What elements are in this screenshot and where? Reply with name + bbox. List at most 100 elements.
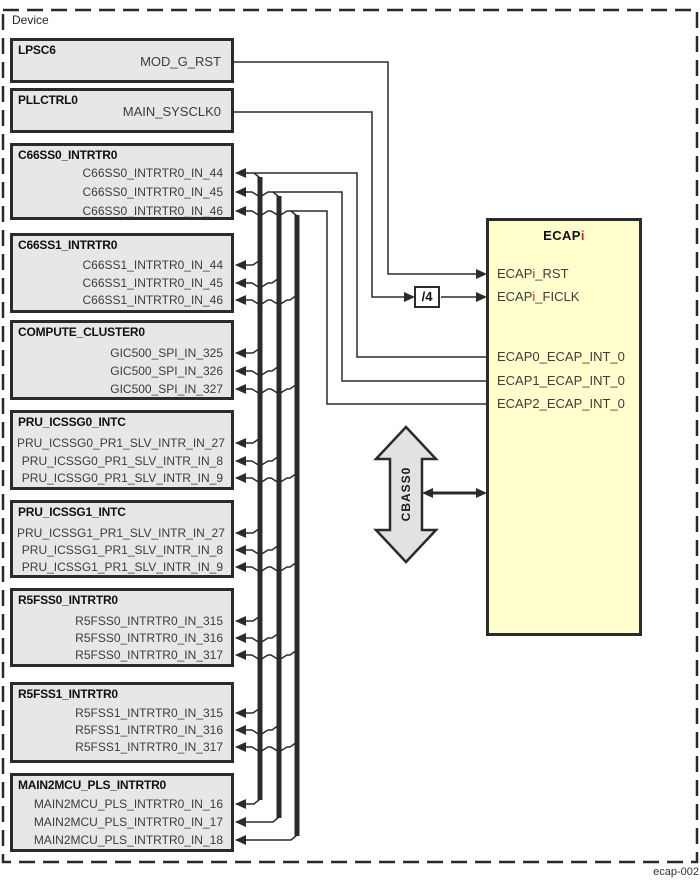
ecap-title: ECAPi: [489, 228, 639, 243]
arrowhead-icon: [235, 650, 246, 660]
arrowhead-icon: [235, 742, 246, 752]
port-label: MOD_G_RST: [140, 54, 221, 69]
wire: [236, 455, 280, 467]
port-label: PRU_ICSSG1_PR1_SLV_INTR_IN_27: [17, 526, 225, 540]
wire: [236, 365, 280, 377]
ecap-port-label: ECAP1_ECAP_INT_0: [497, 372, 625, 390]
port-label: R5FSS1_INTRTR0_IN_316: [75, 723, 223, 737]
wire: [236, 347, 261, 354]
arrowhead-icon: [235, 168, 246, 178]
port-label: PRU_ICSSG0_PR1_SLV_INTR_IN_9: [21, 471, 223, 485]
module-title: MAIN2MCU_PLS_INTRTR0: [18, 778, 167, 792]
wire: [236, 834, 298, 841]
wire: [236, 741, 298, 753]
arrowhead-icon: [235, 187, 246, 197]
wire: [236, 527, 261, 534]
interrupt-bus-bars: [257, 177, 300, 836]
arrowhead-icon: [235, 384, 246, 394]
wire: [236, 294, 298, 306]
port-label: MAIN2MCU_PLS_INTRTR0_IN_18: [33, 833, 223, 847]
port-label: MAIN2MCU_PLS_INTRTR0_IN_16: [33, 797, 223, 811]
ecap-port-label: ECAP2_ECAP_INT_0: [497, 395, 625, 413]
arrowhead-icon: [235, 725, 246, 735]
arrowhead-icon: [235, 278, 246, 288]
ecap-title-pre: ECAP: [543, 228, 581, 243]
arrowhead-icon: [235, 438, 246, 448]
arrowhead-icon: [235, 295, 246, 305]
arrowhead-icon: [235, 260, 246, 270]
arrowhead-icon: [235, 817, 246, 827]
port-label: R5FSS1_INTRTR0_IN_315: [75, 706, 223, 720]
port-label: C66SS1_INTRTR0_IN_46: [82, 293, 223, 307]
ecap-port-label: ECAPi_FICLK: [497, 288, 579, 306]
wire: [236, 277, 280, 289]
port-label: PRU_ICSSG0_PR1_SLV_INTR_IN_8: [21, 454, 223, 468]
arrowhead-icon: [235, 473, 246, 483]
module-pru_icssg1_intc: PRU_ICSSG1_INTC PRU_ICSSG1_PR1_SLV_INTR_I…: [10, 500, 234, 578]
wire: [236, 632, 280, 644]
ecap-port-label: ECAPi_RST: [497, 265, 569, 283]
ecap-port-text: ECAP0_ECAP_INT_0: [497, 349, 625, 364]
arrowhead-icon: [235, 206, 246, 216]
wire: [290, 210, 298, 217]
module-pru_icssg0_intc: PRU_ICSSG0_INTC PRU_ICSSG0_PR1_SLV_INTR_I…: [10, 410, 234, 490]
arrowhead-icon: [235, 835, 246, 845]
port-label: C66SS1_INTRTR0_IN_44: [82, 258, 223, 272]
wire: [236, 544, 280, 556]
ecap-port-text: i: [532, 289, 536, 304]
cbass0-label: CBASS0: [399, 467, 413, 522]
port-label: GIC500_SPI_IN_325: [110, 346, 223, 360]
wire: [236, 724, 280, 736]
cbass0-double-arrow-icon: [373, 425, 439, 564]
arrowhead-icon: [235, 708, 246, 718]
module-title: COMPUTE_CLUSTER0: [18, 325, 145, 339]
port-label: MAIN_SYSCLK0: [122, 104, 221, 119]
wire: [234, 111, 405, 298]
cbass0-bus-arrow: CBASS0: [373, 425, 439, 564]
wire: [272, 191, 280, 198]
wire: [236, 472, 298, 484]
arrowhead-icon: [235, 799, 246, 809]
ecap-port-text: _FICLK: [535, 289, 580, 304]
module-title: C66SS1_INTRTR0: [18, 238, 118, 252]
device-label: Device: [12, 13, 49, 27]
wire: [236, 561, 298, 573]
port-label: PRU_ICSSG0_PR1_SLV_INTR_IN_27: [17, 436, 225, 450]
module-title: LPSC6: [18, 43, 56, 57]
port-label: MAIN2MCU_PLS_INTRTR0_IN_17: [33, 815, 223, 829]
port-label: R5FSS0_INTRTR0_IN_316: [75, 631, 223, 645]
module-title: PRU_ICSSG0_INTC: [18, 415, 126, 429]
port-label: C66SS0_INTRTR0_IN_45: [82, 185, 223, 199]
wire: [236, 798, 261, 805]
figure-caption: ecap-002: [653, 866, 699, 878]
module-title: R5FSS0_INTRTR0: [18, 593, 118, 607]
wire: [234, 61, 477, 275]
module-title: PRU_ICSSG1_INTC: [18, 505, 126, 519]
wire: [236, 615, 261, 622]
port-label: R5FSS1_INTRTR0_IN_317: [75, 740, 223, 754]
port-label: C66SS1_INTRTR0_IN_45: [82, 276, 223, 290]
module-title: C66SS0_INTRTR0: [18, 148, 118, 162]
signal-wires: [234, 61, 486, 841]
ecap-port-label: ECAP0_ECAP_INT_0: [497, 348, 625, 366]
clock-divider-box: /4: [414, 286, 440, 308]
port-label: R5FSS0_INTRTR0_IN_317: [75, 648, 223, 662]
arrowhead-icon: [235, 633, 246, 643]
module-title: PLLCTRL0: [18, 93, 78, 107]
wire: [236, 437, 261, 444]
port-label: C66SS0_INTRTR0_IN_44: [82, 166, 223, 180]
port-label: GIC500_SPI_IN_326: [110, 364, 223, 378]
wire: [253, 172, 261, 179]
arrowhead-icon: [235, 562, 246, 572]
ecap-port-text: ECAP: [497, 289, 533, 304]
